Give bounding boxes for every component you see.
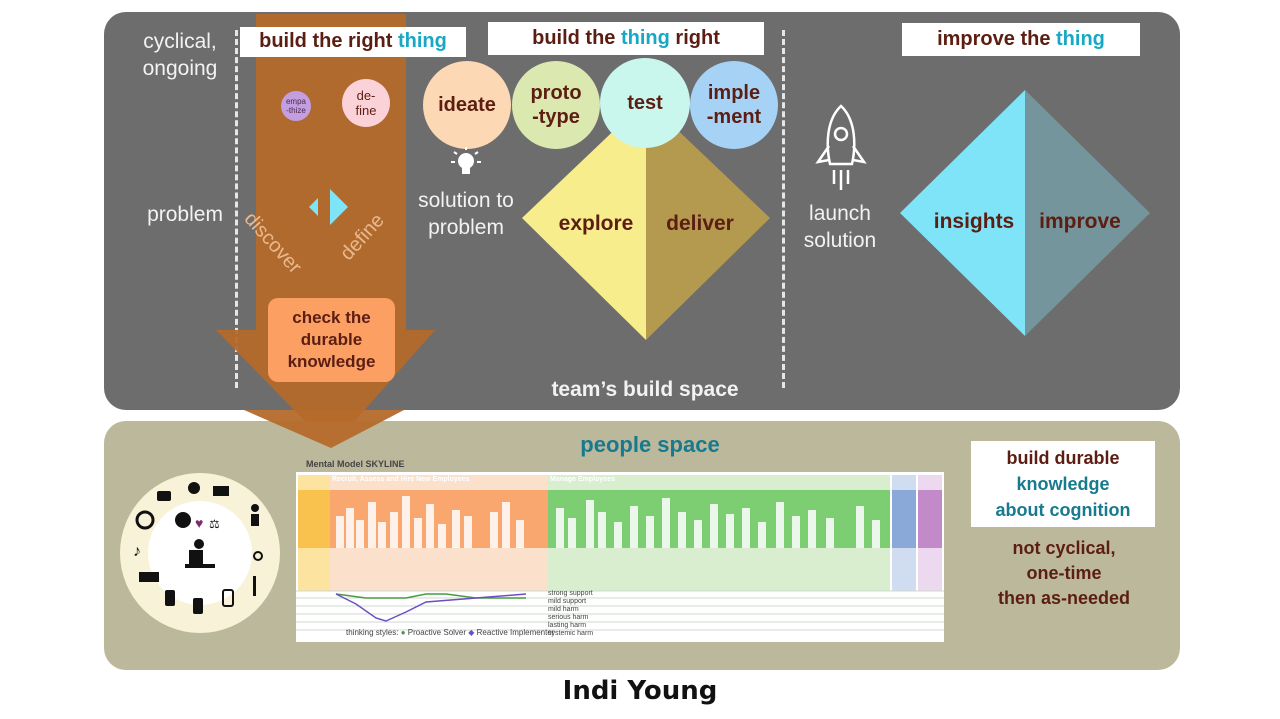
ideate-circle: ideate bbox=[423, 61, 511, 149]
scale-labels: strong support mild support mild harm se… bbox=[548, 590, 593, 638]
durable-line-2: knowledge bbox=[1016, 474, 1110, 494]
explore-label: explore bbox=[558, 212, 634, 235]
lightbulb-icon bbox=[451, 147, 481, 174]
small-double-diamond-icon bbox=[309, 189, 348, 225]
define-circle: de- fine bbox=[342, 79, 390, 127]
skyline-graphic bbox=[296, 475, 944, 631]
implement-circle: imple -ment bbox=[690, 61, 778, 149]
solution-label: solution to problem bbox=[418, 189, 514, 239]
legend-dot-proactive: ● bbox=[400, 628, 406, 637]
scale-label: mild harm bbox=[548, 606, 579, 613]
cycle-label: cyclical, ongoing bbox=[142, 30, 218, 80]
skyline-section-2: Manage Employees bbox=[550, 476, 615, 483]
cognition-wheel: ♪ ♥ ⚖ bbox=[120, 473, 280, 633]
divider-right bbox=[782, 30, 785, 388]
scale-label: systemic harm bbox=[548, 630, 594, 637]
rocket-icon bbox=[815, 104, 867, 190]
scale-label: mild support bbox=[548, 598, 587, 605]
legend-reactive: Reactive Implementer bbox=[476, 628, 555, 637]
launch-label: launch solution bbox=[803, 202, 877, 252]
svg-text:♪: ♪ bbox=[133, 543, 141, 560]
empathize-circle: empa -thize bbox=[281, 91, 311, 121]
improve-thing-title: improve the thing bbox=[902, 23, 1140, 56]
durable-line-3: about cognition bbox=[995, 500, 1131, 520]
check-knowledge-box: check the durable knowledge bbox=[268, 298, 395, 382]
durable-line-1: build durable bbox=[1006, 448, 1120, 468]
indi-young-logo: Indi Young bbox=[562, 676, 718, 706]
build-space-label: team’s build space bbox=[551, 378, 739, 401]
build-right-thing-title: build the right thing bbox=[240, 27, 466, 57]
insights-improve-diamond bbox=[900, 90, 1150, 336]
problem-label: problem bbox=[147, 203, 223, 226]
build-thing-right-title: build the thing right bbox=[488, 22, 764, 55]
improve-label: improve bbox=[1039, 210, 1121, 233]
skyline-section-1: Recruit, Assess and Hire New Employees bbox=[332, 476, 470, 483]
test-circle: test bbox=[600, 58, 690, 148]
arrow-tip bbox=[244, 410, 404, 448]
scale-label: strong support bbox=[548, 590, 593, 597]
people-space-title: people space bbox=[580, 432, 720, 457]
prototype-circle: proto -type bbox=[512, 61, 600, 149]
not-cyclical-label: not cyclical, one-time then as-needed bbox=[997, 538, 1131, 608]
insights-label: insights bbox=[933, 210, 1015, 233]
svg-text:⚖: ⚖ bbox=[209, 517, 220, 531]
legend-dot-reactive: ◆ bbox=[468, 628, 475, 637]
explore-deliver-diamond bbox=[522, 100, 770, 340]
skyline-title: Mental Model SKYLINE bbox=[306, 459, 405, 469]
durable-knowledge-box: build durable knowledge about cognition bbox=[971, 441, 1155, 527]
thinking-styles-label: thinking styles: bbox=[346, 628, 399, 637]
scale-label: lasting harm bbox=[548, 622, 587, 629]
svg-text:♥: ♥ bbox=[195, 515, 203, 531]
thinking-styles-legend: thinking styles: ● Proactive Solver ◆ Re… bbox=[346, 628, 554, 637]
deliver-label: deliver bbox=[666, 212, 734, 235]
legend-proactive: Proactive Solver bbox=[407, 628, 467, 637]
divider-left bbox=[235, 30, 238, 388]
scale-label: serious harm bbox=[548, 614, 589, 621]
